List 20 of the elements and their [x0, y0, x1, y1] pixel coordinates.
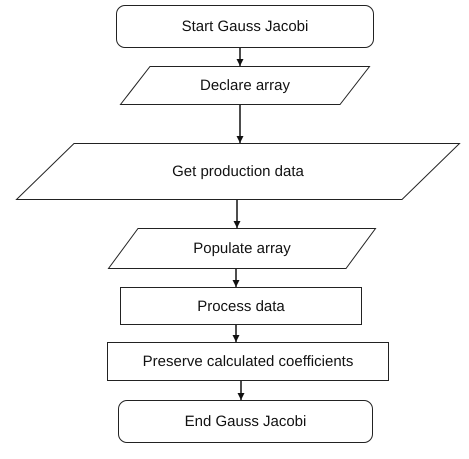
input-output-parallelogram	[16, 143, 460, 200]
process-box	[107, 342, 389, 381]
node-label: Get production data	[172, 163, 304, 180]
node-label: Declare array	[200, 77, 290, 94]
terminal-box	[116, 5, 374, 48]
node-label: Start Gauss Jacobi	[182, 18, 308, 35]
node-label: End Gauss Jacobi	[184, 413, 306, 430]
node-label: Process data	[197, 298, 285, 314]
arrow	[236, 48, 244, 66]
arrow	[232, 325, 240, 342]
arrow	[238, 381, 244, 400]
input-output-parallelogram	[108, 228, 376, 269]
process-box	[120, 287, 362, 325]
input-output-parallelogram	[120, 66, 370, 105]
node-label: Populate array	[193, 240, 291, 257]
terminal-box	[118, 400, 373, 443]
arrow	[236, 105, 244, 143]
node-label: Preserve calculated coefficients	[142, 353, 354, 370]
arrow	[234, 200, 240, 228]
arrow	[232, 269, 240, 287]
